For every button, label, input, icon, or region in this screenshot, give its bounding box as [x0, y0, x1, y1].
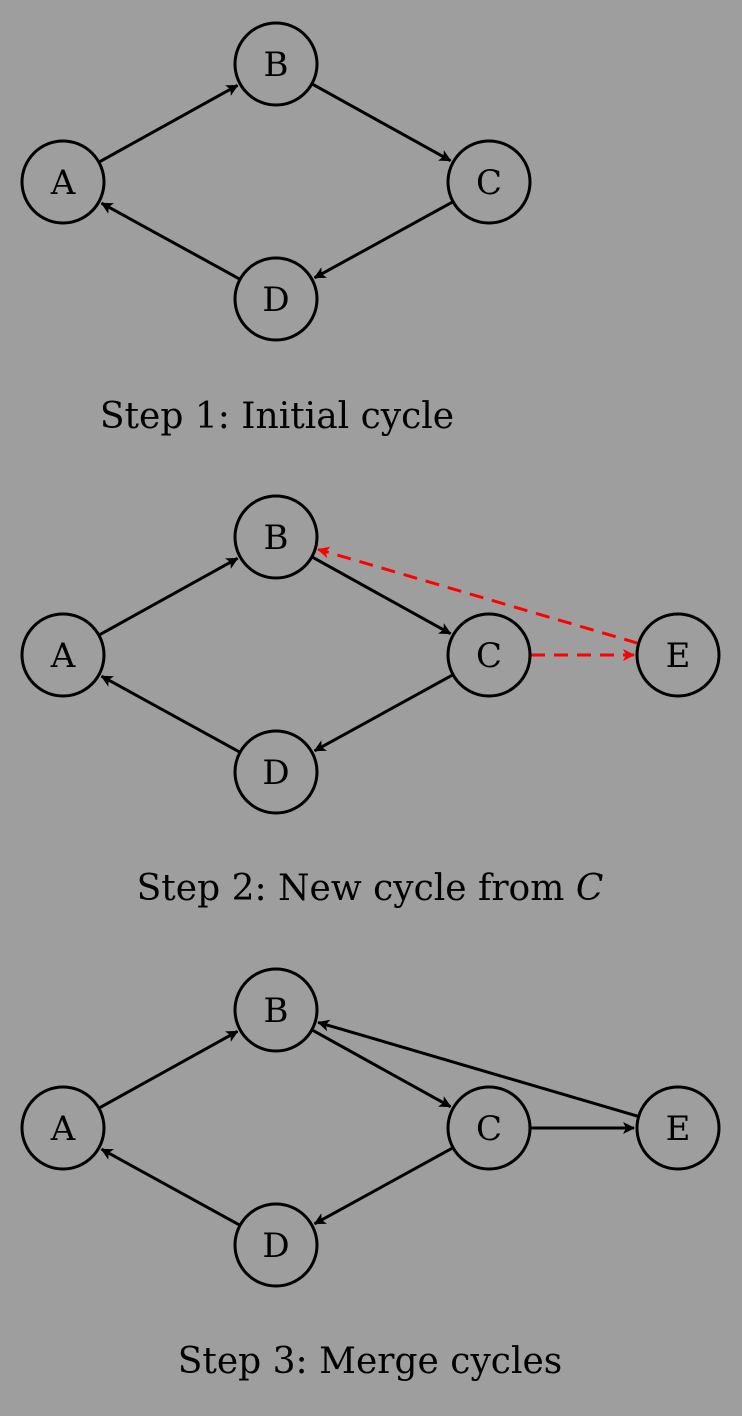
edge-c-to-d	[313, 673, 453, 753]
node-circle	[233, 21, 319, 107]
caption-step-2: Step 2: New cycle from C	[137, 868, 604, 909]
edge-d-to-a	[100, 201, 240, 281]
node-label: D	[262, 753, 289, 793]
node-label: C	[476, 163, 502, 203]
edge-b-to-c	[312, 1029, 452, 1108]
node-label: E	[666, 1109, 691, 1149]
node-circle	[20, 1085, 106, 1171]
edge-e-to-b	[317, 546, 639, 645]
node-circle	[233, 967, 319, 1053]
node-d: D	[233, 1202, 319, 1288]
edge-b-to-c	[312, 83, 452, 162]
panel-step-3: A B C D E	[20, 967, 721, 1288]
node-circle	[20, 612, 106, 698]
node-b: B	[233, 967, 319, 1053]
node-a: A	[20, 612, 106, 698]
node-circle	[446, 612, 532, 698]
edge-a-to-b	[99, 84, 239, 163]
node-circle	[446, 139, 532, 225]
edge-c-to-d	[313, 200, 453, 280]
node-d: D	[233, 256, 319, 342]
node-circle	[233, 494, 319, 580]
edge-b-to-c	[312, 556, 452, 635]
node-label: E	[666, 636, 691, 676]
caption-step-1: Step 1: Initial cycle	[100, 396, 454, 437]
node-label: A	[50, 163, 76, 203]
node-label: A	[50, 1109, 76, 1149]
edge-d-to-a	[100, 674, 240, 754]
node-b: B	[233, 494, 319, 580]
node-label: B	[264, 45, 289, 85]
edge-e-to-b	[317, 1019, 639, 1118]
edge-a-to-b	[99, 1030, 239, 1109]
node-a: A	[20, 1085, 106, 1171]
node-label: D	[262, 1226, 289, 1266]
node-circle	[635, 1085, 721, 1171]
node-circle	[233, 729, 319, 815]
node-circle	[233, 256, 319, 342]
node-label: C	[476, 1109, 502, 1149]
node-circle	[635, 612, 721, 698]
node-c: C	[446, 139, 532, 225]
node-b: B	[233, 21, 319, 107]
node-circle	[233, 1202, 319, 1288]
edge-a-to-b	[99, 557, 239, 636]
panel-step-2: A B C D E	[20, 494, 721, 815]
node-label: A	[50, 636, 76, 676]
node-e: E	[635, 612, 721, 698]
node-e: E	[635, 1085, 721, 1171]
node-label: B	[264, 518, 289, 558]
edge-d-to-a	[100, 1147, 240, 1227]
caption-step-3: Step 3: Merge cycles	[178, 1341, 563, 1382]
node-circle	[20, 139, 106, 225]
node-label: D	[262, 280, 289, 320]
panel-step-1: A B C D	[20, 21, 532, 342]
node-d: D	[233, 729, 319, 815]
node-circle	[446, 1085, 532, 1171]
edge-c-to-d	[313, 1146, 453, 1226]
node-a: A	[20, 139, 106, 225]
node-label: C	[476, 636, 502, 676]
node-c: C	[446, 1085, 532, 1171]
node-label: B	[264, 991, 289, 1031]
node-c: C	[446, 612, 532, 698]
